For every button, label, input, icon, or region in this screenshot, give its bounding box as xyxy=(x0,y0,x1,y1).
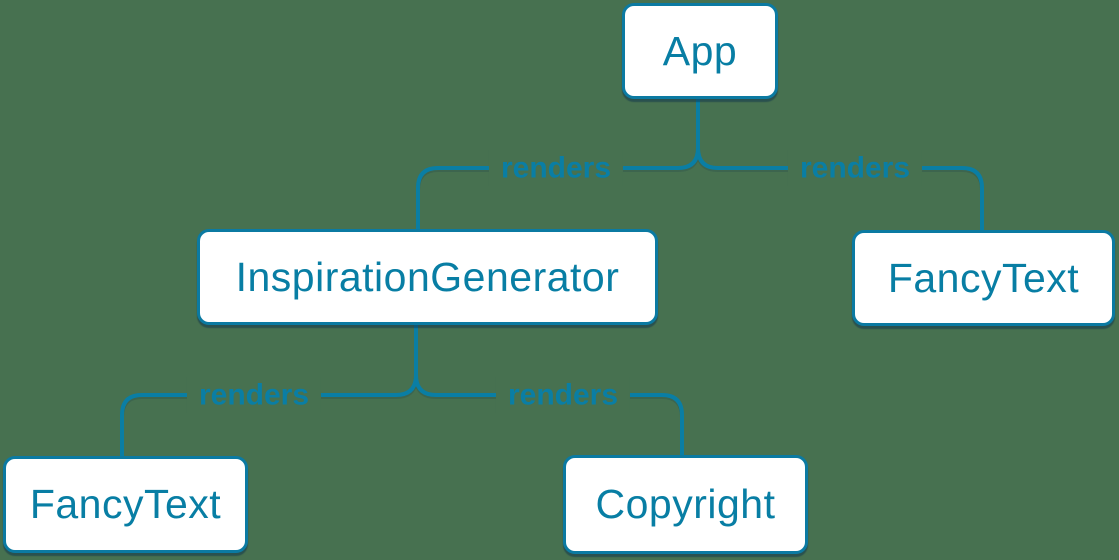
node-fancy-text-right: FancyText xyxy=(852,230,1115,326)
node-copyright-label: Copyright xyxy=(595,481,776,527)
node-fancy-text-bottom-label: FancyText xyxy=(29,481,222,527)
node-inspiration-generator-label: InspirationGenerator xyxy=(235,253,620,300)
edge-label-renders: renders xyxy=(186,376,322,414)
edge-app-to-fancy-text-right xyxy=(696,146,984,233)
edge-inspiration-generator-to-copyright xyxy=(414,373,684,458)
node-fancy-text-bottom: FancyText xyxy=(3,456,248,553)
node-copyright: Copyright xyxy=(563,455,808,554)
edge-label-renders: renders xyxy=(488,149,624,187)
node-inspiration-generator: InspirationGenerator xyxy=(197,229,658,325)
node-app-label: App xyxy=(662,27,738,74)
node-fancy-text-right-label: FancyText xyxy=(887,254,1080,301)
edge-label-renders: renders xyxy=(495,376,631,414)
node-app: App xyxy=(622,3,778,99)
edge-label-renders: renders xyxy=(787,149,923,187)
